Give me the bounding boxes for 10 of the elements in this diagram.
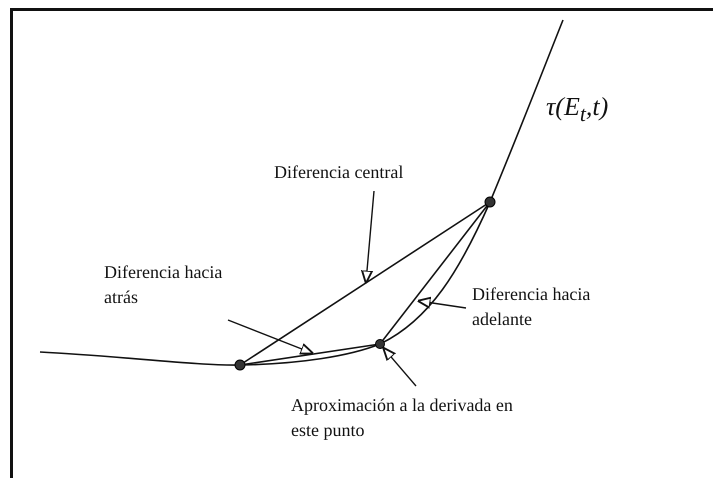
leader-line xyxy=(416,296,466,309)
annotation-text: Diferencia central xyxy=(274,160,464,185)
annotation-text: Aproximación a la derivada en este punto xyxy=(291,393,526,443)
leader-line xyxy=(382,346,417,386)
leader-line xyxy=(361,190,375,284)
annotation-text: Diferencia hacia atrás xyxy=(104,260,254,310)
annotation-text: Diferencia hacia adelante xyxy=(472,282,622,332)
curve-point xyxy=(375,339,385,349)
leader-line xyxy=(228,319,314,354)
curve-label: τ(E$_{t}$,t) xyxy=(546,92,608,128)
